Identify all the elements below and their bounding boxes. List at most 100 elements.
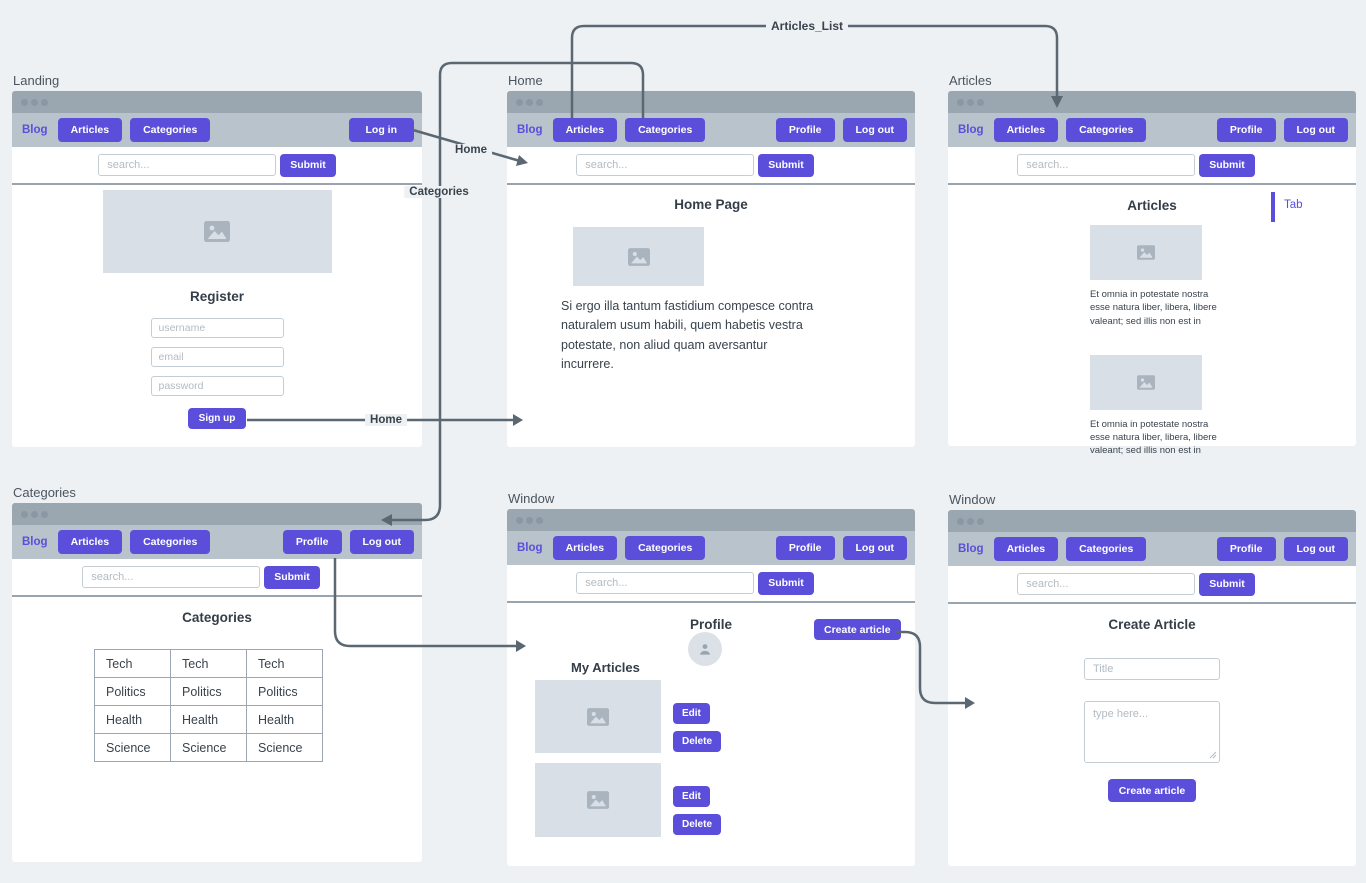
categories-table: Tech Tech Tech Politics Politics Politic… — [94, 649, 323, 762]
category-cell: Politics — [94, 677, 171, 706]
search-input[interactable] — [576, 572, 755, 594]
nav-logout-button[interactable]: Log out — [842, 118, 907, 142]
nav-logout-button[interactable]: Log out — [842, 536, 907, 560]
window-landing: Landing Blog Articles Categories Log in … — [12, 73, 422, 447]
category-cell: Politics — [170, 677, 247, 706]
window-home: Home Blog Articles Categories Profile Lo… — [507, 73, 915, 447]
nav-categories-button[interactable]: Categories — [625, 536, 706, 560]
edit-button[interactable]: Edit — [673, 786, 710, 807]
nav-bar: Blog Articles Categories Profile Log out — [12, 525, 422, 559]
profile-heading: Profile — [689, 617, 732, 632]
nav-articles-button[interactable]: Articles — [993, 118, 1059, 142]
search-input[interactable] — [576, 154, 755, 176]
articles-heading: Articles — [1127, 198, 1177, 213]
create-article-submit-button[interactable]: Create article — [1107, 779, 1197, 802]
email-field[interactable] — [150, 347, 284, 367]
window-title: Window — [949, 492, 996, 507]
connector-label-articles-list: Articles_List — [765, 19, 849, 33]
window-dot-icon — [536, 98, 543, 106]
article-title-field[interactable] — [1084, 658, 1220, 680]
search-submit-button[interactable]: Submit — [280, 153, 336, 177]
search-submit-button[interactable]: Submit — [264, 565, 320, 589]
username-field[interactable] — [150, 318, 284, 338]
search-submit-button[interactable]: Submit — [758, 571, 814, 595]
articles-content: Articles Tab Et omnia in potestate nostr… — [948, 185, 1356, 458]
nav-blog-brand[interactable]: Blog — [22, 124, 48, 136]
search-input[interactable] — [1017, 573, 1196, 595]
nav-bar: Blog Articles Categories Log in — [12, 113, 422, 147]
nav-articles-button[interactable]: Articles — [993, 537, 1059, 561]
browser-chrome — [948, 510, 1356, 532]
nav-blog-brand[interactable]: Blog — [22, 536, 48, 548]
nav-profile-button[interactable]: Profile — [1216, 118, 1276, 142]
nav-blog-brand[interactable]: Blog — [958, 124, 984, 136]
browser-chrome — [507, 509, 915, 531]
article-body-field[interactable] — [1084, 701, 1220, 763]
article-image-placeholder — [573, 227, 704, 286]
nav-logout-button[interactable]: Log out — [1283, 118, 1348, 142]
window-dot-icon — [516, 516, 523, 524]
window-dot-icon — [526, 98, 533, 106]
nav-articles-button[interactable]: Articles — [57, 118, 123, 142]
password-field[interactable] — [150, 376, 284, 396]
nav-profile-button[interactable]: Profile — [775, 536, 835, 560]
delete-button[interactable]: Delete — [673, 814, 722, 835]
profile-content: Profile Create article My Articles Edit … — [507, 603, 915, 866]
search-row: Submit — [507, 565, 915, 603]
nav-categories-button[interactable]: Categories — [625, 118, 706, 142]
search-input[interactable] — [1017, 154, 1196, 176]
search-input[interactable] — [98, 154, 277, 176]
search-submit-button[interactable]: Submit — [1199, 153, 1255, 177]
nav-articles-button[interactable]: Articles — [57, 530, 123, 554]
nav-login-button[interactable]: Log in — [348, 118, 414, 142]
window-articles: Articles Blog Articles Categories Profil… — [948, 73, 1356, 456]
search-submit-button[interactable]: Submit — [758, 153, 814, 177]
connector-label-categories: Categories — [404, 186, 474, 198]
create-article-content: Create Article Create article — [948, 604, 1356, 866]
category-cell: Health — [94, 705, 171, 734]
category-cell: Tech — [170, 649, 247, 678]
nav-categories-button[interactable]: Categories — [130, 118, 211, 142]
nav-logout-button[interactable]: Log out — [1283, 537, 1348, 561]
nav-profile-button[interactable]: Profile — [1216, 537, 1276, 561]
search-row: Submit — [948, 566, 1356, 604]
resize-handle-icon — [1209, 751, 1217, 759]
category-cell: Science — [246, 733, 323, 762]
nav-blog-brand[interactable]: Blog — [517, 542, 543, 554]
window-title: Categories — [13, 485, 76, 500]
search-input[interactable] — [82, 566, 261, 588]
category-cell: Health — [170, 705, 247, 734]
browser-chrome — [12, 503, 422, 525]
nav-categories-button[interactable]: Categories — [130, 530, 211, 554]
edit-button[interactable]: Edit — [673, 703, 710, 724]
nav-categories-button[interactable]: Categories — [1066, 118, 1147, 142]
image-placeholder-icon — [587, 791, 609, 809]
delete-button[interactable]: Delete — [673, 731, 722, 752]
table-row: Politics Politics Politics — [94, 677, 323, 706]
nav-bar: Blog Articles Categories Profile Log out — [507, 113, 915, 147]
nav-profile-button[interactable]: Profile — [282, 530, 342, 554]
nav-articles-button[interactable]: Articles — [552, 118, 618, 142]
nav-profile-button[interactable]: Profile — [775, 118, 835, 142]
image-placeholder-icon — [1137, 375, 1155, 390]
hero-image-placeholder — [102, 190, 332, 273]
article-card: Et omnia in potestate nostra esse natura… — [1090, 225, 1220, 328]
create-article-button[interactable]: Create article — [814, 619, 901, 640]
nav-blog-brand[interactable]: Blog — [517, 124, 543, 136]
window-dot-icon — [41, 510, 48, 518]
image-placeholder-icon — [627, 247, 650, 266]
nav-blog-brand[interactable]: Blog — [958, 543, 984, 555]
browser-chrome — [507, 91, 915, 113]
window-title: Window — [508, 491, 555, 506]
search-row: Submit — [12, 147, 422, 185]
nav-logout-button[interactable]: Log out — [349, 530, 414, 554]
signup-button[interactable]: Sign up — [187, 408, 247, 429]
nav-categories-button[interactable]: Categories — [1066, 537, 1147, 561]
window-dot-icon — [516, 98, 523, 106]
nav-bar: Blog Articles Categories Profile Log out — [948, 113, 1356, 147]
category-cell: Science — [94, 733, 171, 762]
nav-articles-button[interactable]: Articles — [552, 536, 618, 560]
search-submit-button[interactable]: Submit — [1199, 572, 1255, 596]
window-dot-icon — [31, 98, 38, 106]
browser-chrome — [12, 91, 422, 113]
